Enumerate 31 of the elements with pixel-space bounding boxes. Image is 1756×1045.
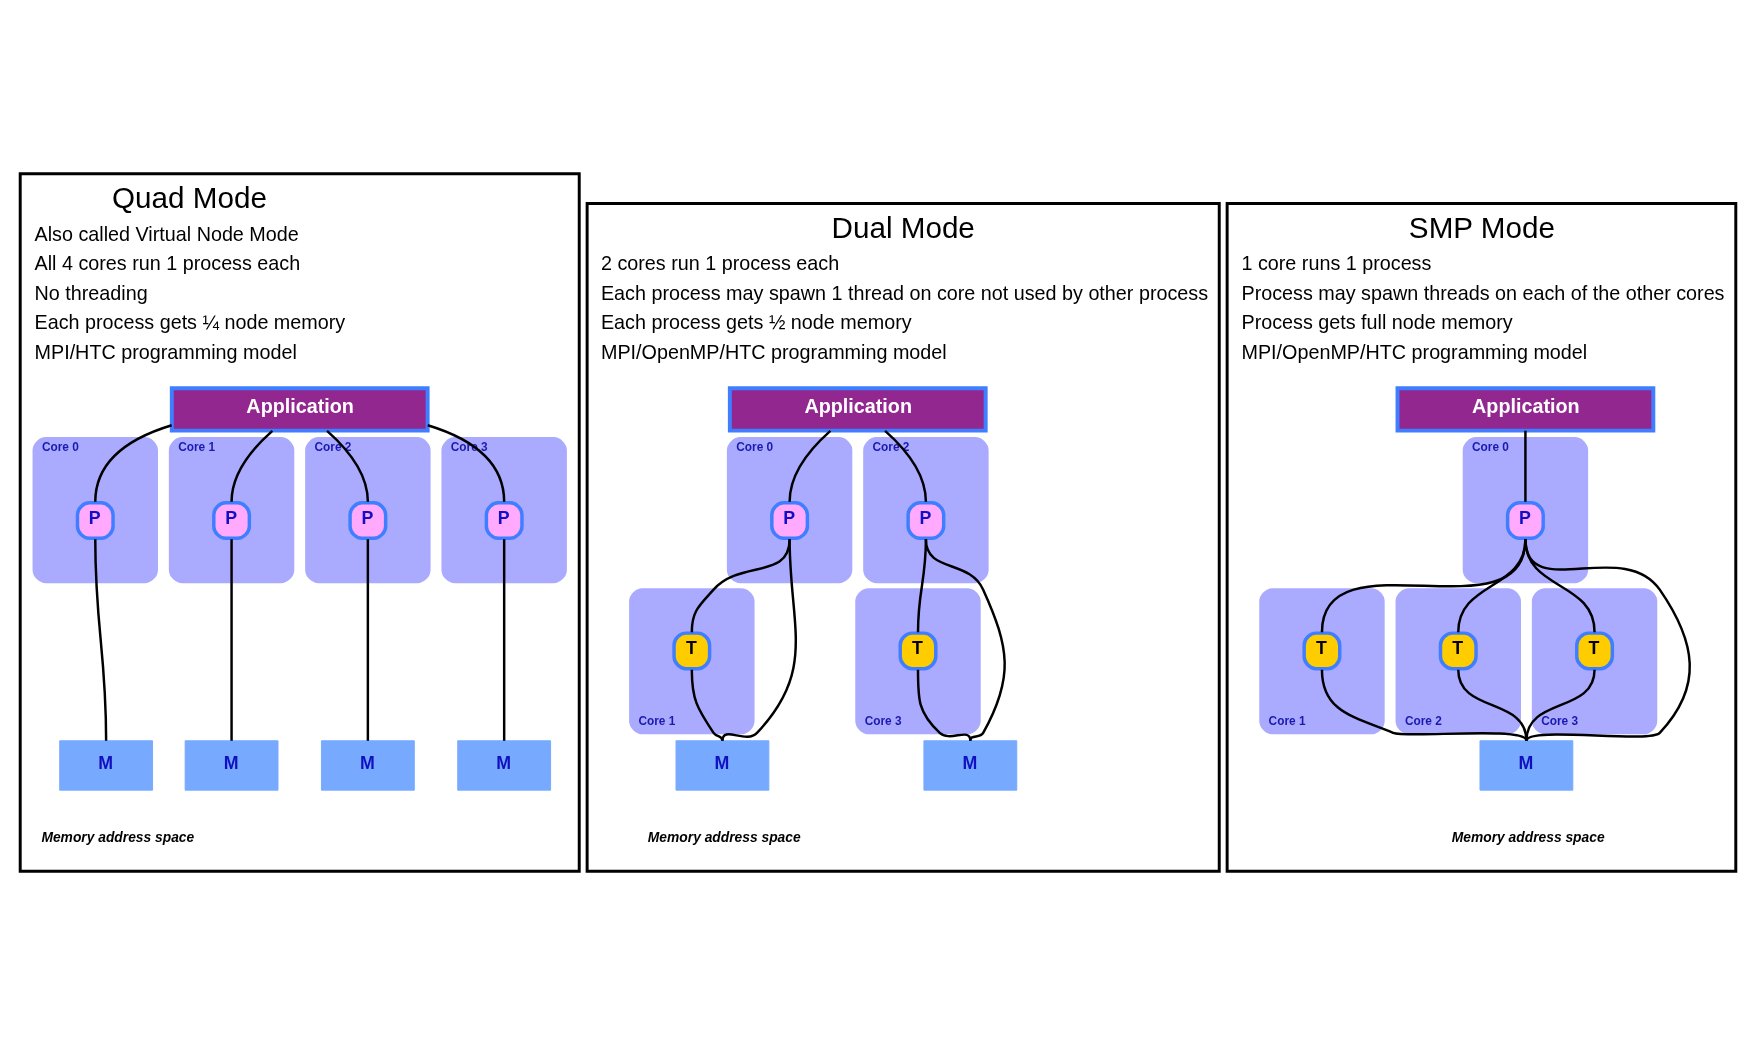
label: Memory address space (41, 829, 195, 846)
node-box: M (457, 740, 552, 791)
connector (366, 539, 370, 741)
connector (1320, 669, 1528, 742)
connector (1524, 430, 1527, 502)
node-box: M (923, 740, 1018, 791)
connector (94, 424, 173, 502)
node-box: Application (727, 386, 988, 433)
node-box: M (675, 740, 770, 791)
node-box: Application (1395, 386, 1656, 433)
connector (884, 429, 928, 502)
connector (1524, 539, 1691, 742)
connector (690, 669, 724, 742)
node-box: M (184, 740, 279, 791)
connector (721, 539, 797, 741)
connector (230, 429, 274, 502)
node-box: M (59, 740, 154, 791)
node-box: M (320, 740, 415, 791)
node-box: M (1479, 740, 1574, 791)
connector (427, 424, 506, 502)
connector (916, 669, 972, 741)
node-box: Application (169, 386, 430, 433)
connector (94, 539, 108, 741)
label: Memory address space (1451, 829, 1605, 846)
label: Memory address space (647, 829, 801, 846)
connector (502, 539, 506, 741)
connector (230, 539, 233, 741)
connector (788, 429, 832, 502)
connector (326, 429, 370, 502)
connector (1525, 669, 1596, 741)
connector (924, 539, 1006, 742)
